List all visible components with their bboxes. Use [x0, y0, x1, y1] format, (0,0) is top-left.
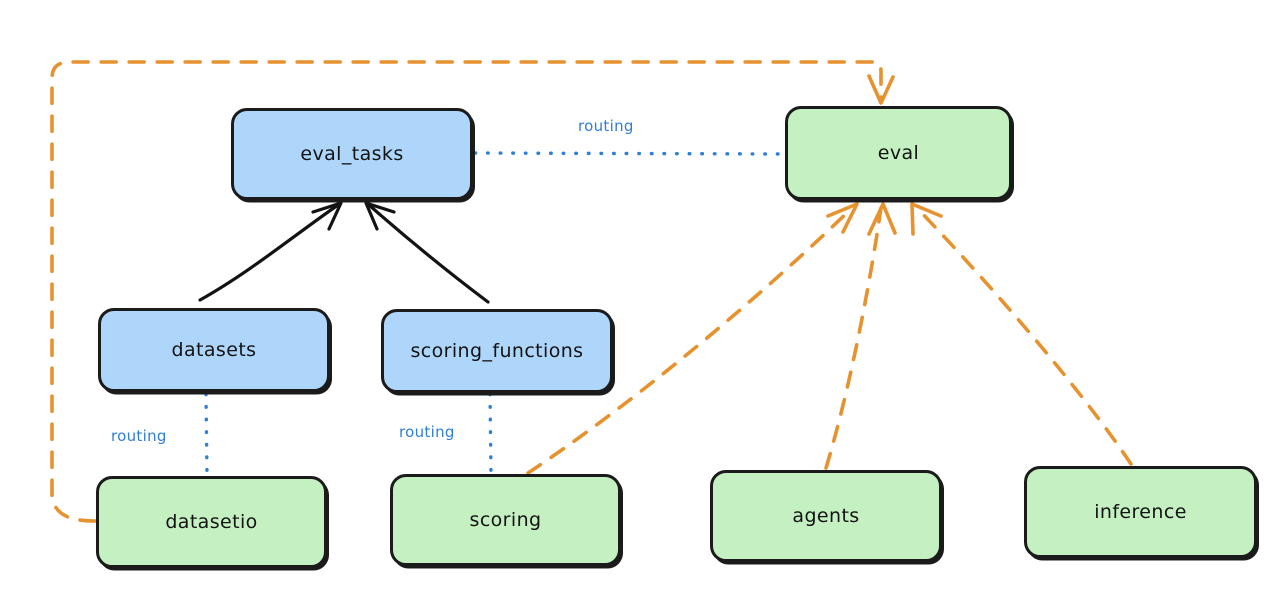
edge-datasetio-to-eval: [50, 60, 895, 523]
node-scoring-functions[interactable]: scoring_functions: [381, 309, 613, 393]
edge-label-routing-eval-tasks-eval: routing: [578, 117, 634, 135]
node-label: eval_tasks: [300, 143, 404, 165]
edge-inference-to-eval: [910, 202, 1133, 466]
node-datasets[interactable]: datasets: [98, 308, 330, 392]
node-label: datasetio: [165, 511, 258, 533]
edge-scoring-to-eval: [526, 202, 859, 475]
edge-label-routing-datasets-datasetio: routing: [111, 427, 167, 445]
node-inference[interactable]: inference: [1024, 466, 1257, 558]
edge-eval-tasks-to-eval: [473, 151, 786, 156]
edge-datasets-to-datasetio: [204, 392, 209, 476]
node-scoring[interactable]: scoring: [390, 474, 621, 566]
edge-datasets-to-eval-tasks: [198, 201, 343, 302]
node-label: agents: [792, 505, 860, 527]
node-datasetio[interactable]: datasetio: [96, 476, 327, 568]
node-eval-tasks[interactable]: eval_tasks: [231, 108, 473, 200]
edge-label-routing-scoring-fn-scoring: routing: [399, 423, 455, 441]
node-agents[interactable]: agents: [710, 470, 942, 562]
node-label: scoring_functions: [410, 340, 584, 362]
node-label: scoring: [469, 509, 542, 531]
node-label: eval: [877, 142, 920, 164]
node-label: datasets: [171, 339, 257, 361]
edge-scoring-functions-to-eval-tasks: [364, 201, 490, 304]
node-label: inference: [1094, 501, 1187, 523]
edge-agents-to-eval: [824, 202, 897, 470]
node-eval[interactable]: eval: [785, 106, 1012, 200]
edge-scoring-functions-to-scoring: [488, 392, 493, 475]
